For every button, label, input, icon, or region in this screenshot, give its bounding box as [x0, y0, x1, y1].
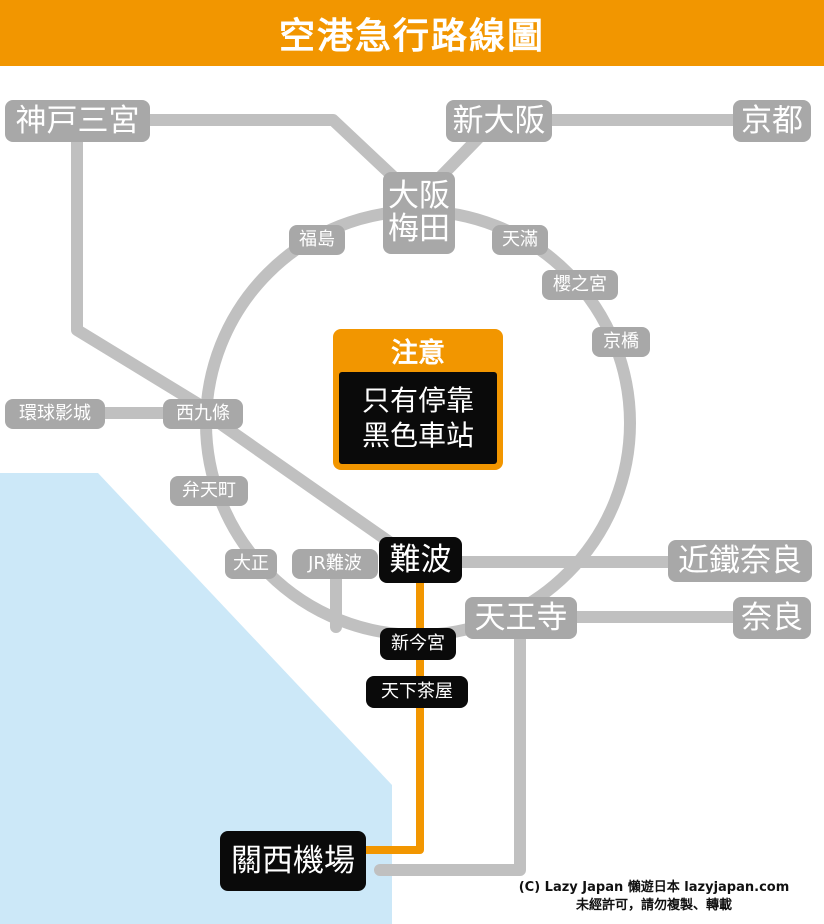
station-tenma: 天滿 — [492, 225, 548, 255]
kobe-branch-line — [71, 114, 219, 419]
station-osaka-umeda: 大阪 梅田 — [383, 172, 455, 254]
station-nara: 奈良 — [733, 597, 811, 639]
jr-airport-line — [374, 611, 526, 876]
station-bentencho: 弁天町 — [170, 476, 248, 506]
station-universal-city: 環球影城 — [5, 399, 105, 429]
station-fukushima: 福島 — [289, 225, 345, 255]
station-shin-imamiya: 新今宮 — [380, 628, 456, 660]
notice-body: 只有停靠 黑色車站 — [339, 372, 497, 464]
station-sakuranomiya: 櫻之宮 — [542, 270, 618, 300]
notice-box: 注意 只有停靠 黑色車站 — [333, 329, 503, 470]
airport-express-line — [360, 565, 424, 854]
credit-line-1: (C) Lazy Japan 懶遊日本 lazyjapan.com — [518, 880, 790, 895]
notice-line-1: 只有停靠 — [361, 384, 474, 417]
station-kyobashi: 京橋 — [592, 327, 650, 357]
station-kansai-airport: 關西機場 — [220, 831, 366, 891]
title-banner: 空港急行路線圖 — [0, 0, 824, 66]
notice-heading: 注意 — [391, 337, 445, 369]
station-kyoto: 京都 — [733, 100, 811, 142]
credit-line-2: 未經許可，請勿複製、轉載 — [575, 898, 732, 914]
station-nishikujo: 西九條 — [163, 399, 243, 429]
station-tengachaya: 天下茶屋 — [366, 676, 468, 708]
map-title: 空港急行路線圖 — [278, 16, 545, 57]
station-kintetsu-nara: 近鐵奈良 — [668, 540, 812, 582]
notice-line-2: 黑色車站 — [361, 419, 474, 452]
station-namba: 難波 — [379, 537, 462, 583]
station-tennoji: 天王寺 — [465, 597, 577, 639]
station-kobe-sannomiya: 神戸三宮 — [5, 100, 150, 142]
sea-area — [0, 473, 392, 924]
station-shin-osaka: 新大阪 — [446, 100, 552, 142]
station-jr-namba: JR難波 — [292, 549, 378, 579]
station-taisho: 大正 — [225, 549, 277, 579]
copyright-credit: (C) Lazy Japan 懶遊日本 lazyjapan.com 未經許可，請… — [489, 879, 819, 915]
